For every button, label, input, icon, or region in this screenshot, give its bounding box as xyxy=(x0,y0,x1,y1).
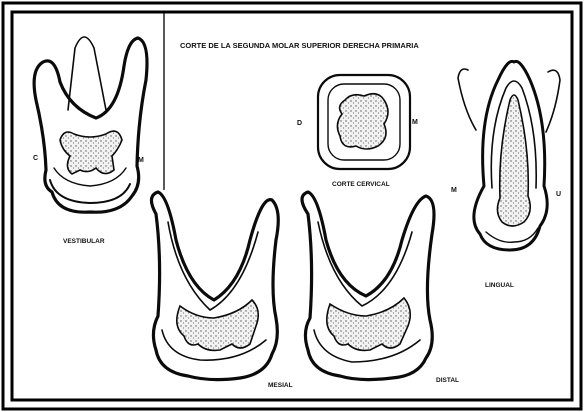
mesial-label: MESIAL xyxy=(268,382,293,389)
lingual-label: LINGUAL xyxy=(485,282,514,289)
cervical-label: CORTE CERVICAL xyxy=(332,181,390,188)
vest-m-label: M xyxy=(138,157,144,164)
cervical-section-view: D M CORTE CERVICAL xyxy=(297,75,418,188)
cervical-d-label: D xyxy=(297,120,302,127)
vest-c-label: C xyxy=(33,155,38,162)
vestibular-label: VESTIBULAR xyxy=(63,238,105,245)
vestibular-view: C M VESTIBULAR xyxy=(33,37,147,245)
figure-title: CORTE DE LA SEGUNDA MOLAR SUPERIOR DEREC… xyxy=(180,41,419,50)
lingual-view: M U LINGUAL xyxy=(451,61,561,289)
distal-label: DISTAL xyxy=(436,377,459,384)
mesial-view: MESIAL xyxy=(151,192,292,389)
outer-frame xyxy=(3,3,581,409)
distal-view: DISTAL xyxy=(302,192,459,384)
inner-frame xyxy=(12,12,572,400)
cervical-m-label: M xyxy=(412,119,418,126)
ling-m-label: M xyxy=(451,187,457,194)
ling-u-label: U xyxy=(556,191,561,198)
